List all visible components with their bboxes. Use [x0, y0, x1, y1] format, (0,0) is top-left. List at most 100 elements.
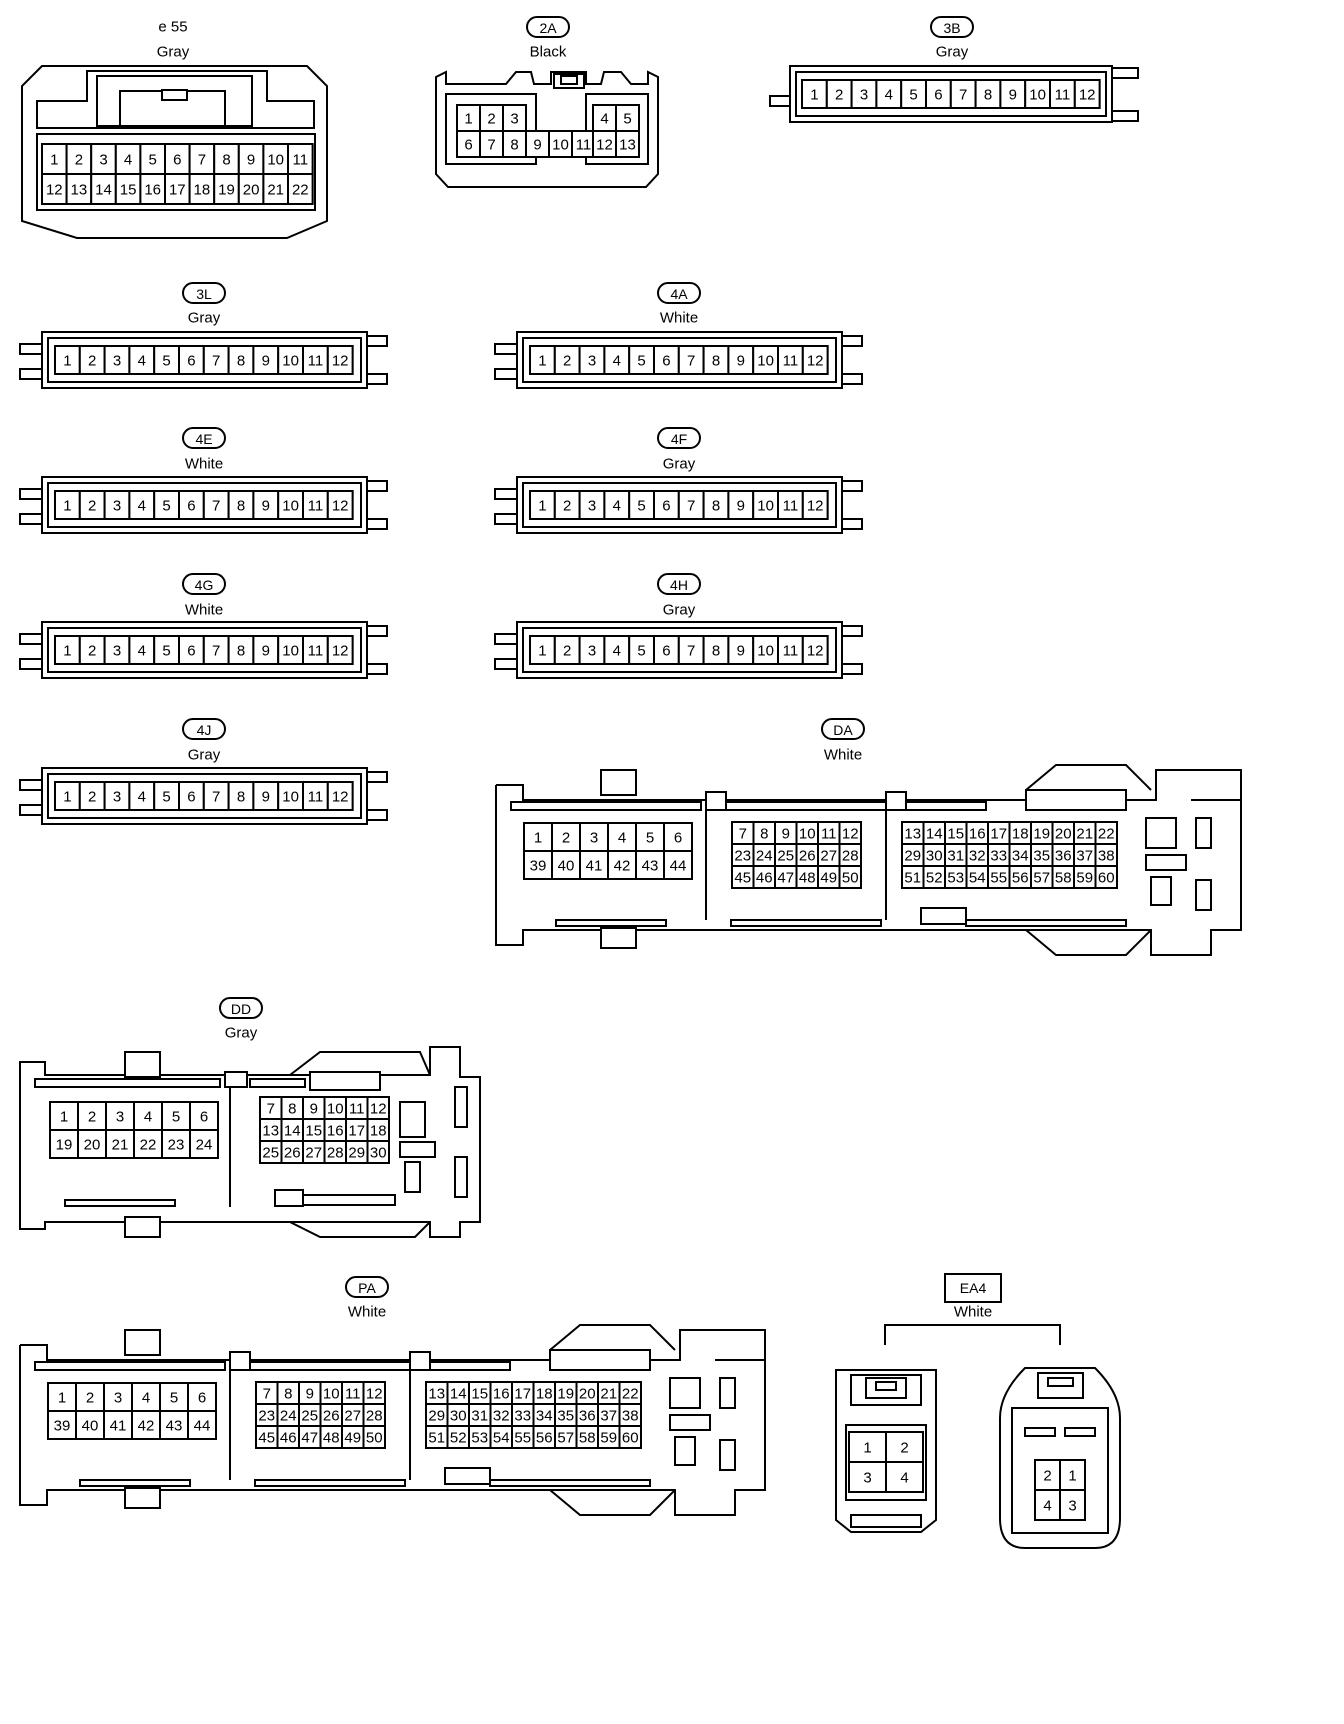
pin-number: 53 — [947, 870, 964, 887]
pin-number: 59 — [600, 1430, 617, 1447]
pin-cell — [635, 822, 665, 852]
pin-number: 6 — [187, 498, 195, 515]
pin-number: 33 — [990, 848, 1007, 865]
pin-number: 20 — [579, 1386, 596, 1403]
pin-number: 1 — [534, 830, 542, 847]
pin-cell — [603, 635, 631, 665]
pin-cell — [78, 635, 106, 665]
pin-number: 12 — [807, 498, 824, 515]
pin-number: 3 — [588, 498, 596, 515]
pin-cell — [139, 173, 166, 205]
pin-cell — [551, 822, 581, 852]
pin-number: 3 — [1068, 1498, 1076, 1515]
locking-lug — [124, 1051, 161, 1078]
pin-number: 47 — [301, 1430, 318, 1447]
pin-number: 22 — [622, 1386, 639, 1403]
latch-tab — [839, 518, 863, 530]
pin-cell — [277, 781, 305, 811]
pin-number: 27 — [820, 848, 837, 865]
pin-number: 31 — [947, 848, 964, 865]
wire-color-label: Black — [530, 44, 567, 61]
pin-cell — [702, 635, 730, 665]
pin-number: 9 — [737, 643, 745, 660]
pin-cell — [727, 490, 755, 520]
pin-number: 11 — [783, 643, 799, 660]
pin-number: 58 — [1055, 870, 1072, 887]
latch-tab — [494, 513, 520, 525]
pin-number: 6 — [662, 643, 670, 660]
pin-number: 23 — [168, 1137, 185, 1154]
connector-code: PA — [358, 1280, 376, 1296]
pin-number: 2 — [88, 498, 96, 515]
pin-number: 3 — [113, 353, 121, 370]
pin-number: 30 — [926, 848, 943, 865]
pin-cell — [326, 781, 354, 811]
wire-color-label: Gray — [188, 310, 221, 327]
pin-number: 22 — [140, 1137, 157, 1154]
pin-cell — [326, 345, 354, 375]
pin-number: 9 — [737, 353, 745, 370]
pin-number: 6 — [200, 1109, 208, 1126]
pin-cell — [302, 781, 329, 811]
rib — [254, 1479, 406, 1487]
pin-number: 4 — [613, 353, 621, 370]
pin-number: 10 — [282, 353, 299, 370]
pin-cell — [618, 1425, 642, 1449]
pin-number: 12 — [366, 1386, 383, 1403]
latch-tab — [875, 1381, 897, 1391]
notch — [224, 1071, 248, 1088]
pin-number: 7 — [212, 643, 220, 660]
pin-number: 3 — [860, 87, 868, 104]
pin-number: 7 — [959, 87, 967, 104]
pin-number: 15 — [305, 1123, 322, 1140]
latch-tab — [364, 373, 388, 385]
wire-color-label: White — [824, 747, 862, 764]
pin-number: 7 — [212, 789, 220, 806]
side-block — [404, 1161, 421, 1193]
pin-cell — [131, 1410, 161, 1440]
pin-cell — [213, 173, 240, 205]
rib — [249, 1361, 411, 1371]
pin-number: 10 — [1029, 87, 1046, 104]
pin-number: 12 — [807, 353, 824, 370]
pin-number: 52 — [926, 870, 943, 887]
wire-color-label: White — [660, 310, 698, 327]
pin-number: 11 — [576, 137, 592, 154]
pin-number: 22 — [1098, 826, 1115, 843]
pin-number: 2 — [563, 643, 571, 660]
pin-number: 16 — [969, 826, 986, 843]
pin-cell — [227, 635, 255, 665]
rib — [34, 1361, 226, 1371]
connector-code-badge — [930, 16, 974, 38]
pin-number: 2 — [835, 87, 843, 104]
pin-number: 27 — [305, 1145, 322, 1162]
ramp — [549, 1349, 651, 1371]
pin-number: 6 — [187, 643, 195, 660]
pin-number: 23 — [734, 848, 751, 865]
wire-color-label: Gray — [663, 602, 696, 619]
pin-cell — [302, 490, 329, 520]
rib — [730, 919, 882, 927]
pin-number: 19 — [1033, 826, 1050, 843]
pin-number: 23 — [258, 1408, 275, 1425]
pin-number: 54 — [969, 870, 986, 887]
side-block — [674, 1436, 696, 1466]
pin-number: 35 — [1033, 848, 1050, 865]
notch — [885, 791, 907, 811]
pin-number: 10 — [282, 789, 299, 806]
pin-cell — [77, 1129, 107, 1159]
pin-cell — [885, 1461, 924, 1493]
pin-cell — [801, 345, 829, 375]
pin-number: 26 — [284, 1145, 301, 1162]
pin-number: 35 — [557, 1408, 574, 1425]
pin-number: 42 — [614, 858, 631, 875]
pin-number: 30 — [370, 1145, 387, 1162]
pin-number: 14 — [284, 1123, 301, 1140]
pin-number: 2 — [1043, 1468, 1051, 1485]
pin-number: 17 — [990, 826, 1007, 843]
ramp — [1025, 789, 1127, 811]
pin-number: 8 — [712, 643, 720, 660]
pin-number: 12 — [332, 498, 349, 515]
pin-number: 9 — [782, 826, 790, 843]
top-ramp — [1025, 764, 1152, 791]
